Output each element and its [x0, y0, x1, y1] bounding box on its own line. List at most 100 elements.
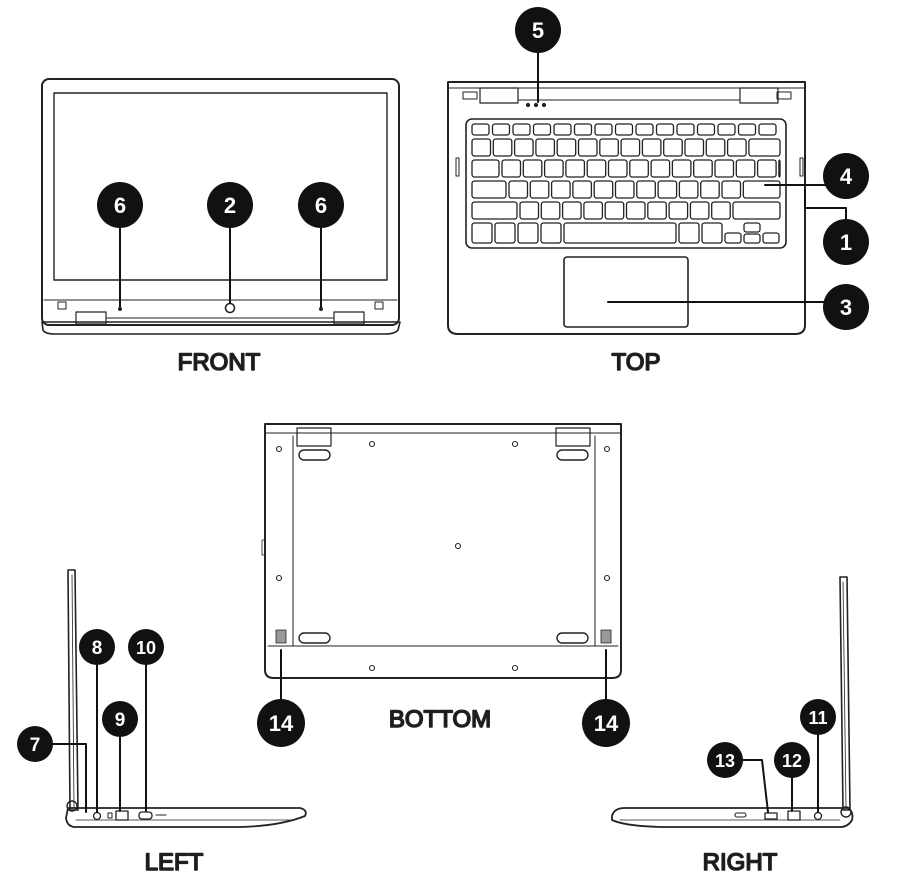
keyboard-key [471, 222, 493, 244]
callout-number: 6 [114, 193, 126, 218]
keyboard-key [701, 222, 723, 244]
keyboard-key [732, 201, 781, 220]
keyboard-key [717, 123, 736, 136]
keyboard-key [522, 159, 543, 178]
keyboard-key [714, 159, 735, 178]
keyboard-key [471, 123, 490, 136]
keyboard-key [650, 159, 671, 178]
keyboard-key [689, 201, 710, 220]
label-right: RIGHT [703, 849, 778, 876]
keyboard-key [693, 159, 713, 178]
keyboard-key [678, 222, 700, 244]
keyboard-key [513, 138, 534, 157]
keyboard-key [471, 159, 500, 178]
touchpad [563, 256, 689, 328]
keyboard-key [519, 201, 540, 220]
callout-number: 7 [30, 735, 41, 756]
label-top: TOP [612, 349, 661, 376]
callout-2: 2 [207, 182, 253, 228]
callout-11: 11 [800, 699, 836, 735]
keyboard [465, 118, 787, 249]
keyboard-key [655, 123, 675, 136]
rubber-foot [556, 632, 589, 644]
keyboard-key [471, 201, 518, 220]
keyboard-key [657, 180, 678, 199]
keyboard-key [556, 138, 577, 157]
keyboard-key [491, 123, 511, 136]
keyboard-key [563, 222, 677, 244]
keyboard-key [756, 159, 777, 178]
keyboard-key [614, 123, 634, 136]
front-view: FRONT [41, 78, 401, 377]
keyboard-key [700, 180, 720, 199]
keyboard-key [508, 180, 529, 199]
keyboard-key [625, 201, 646, 220]
callout-number: 8 [92, 638, 103, 659]
card-reader-slot [764, 812, 778, 820]
left-side-view: LEFT [65, 569, 307, 877]
keyboard-key [553, 123, 572, 136]
callouts: 6 2 6 5 4 1 3 14 [17, 7, 869, 778]
keyboard-key [743, 222, 761, 233]
keyboard-key [671, 159, 692, 178]
callout-6-right: 6 [298, 182, 344, 228]
keyboard-key [583, 201, 604, 220]
callout-number: 4 [840, 164, 853, 189]
callout-1: 1 [823, 219, 869, 265]
keyboard-key [678, 180, 699, 199]
keyboard-key [543, 159, 564, 178]
callout-7: 7 [17, 726, 53, 762]
keyboard-key [724, 232, 742, 244]
keyboard-key [726, 138, 747, 157]
hdmi-port [138, 811, 153, 820]
callout-number: 1 [840, 230, 852, 255]
callout-6-left: 6 [97, 182, 143, 228]
keyboard-key [535, 138, 556, 157]
keyboard-key [778, 159, 781, 178]
keyboard-key [512, 123, 531, 136]
callout-13: 13 [707, 742, 743, 778]
keyboard-key [577, 138, 598, 157]
keyboard-key [501, 159, 522, 178]
callout-5: 5 [515, 7, 561, 53]
label-bottom: BOTTOM [389, 706, 491, 733]
keyboard-key [711, 201, 731, 220]
keyboard-key [676, 123, 695, 136]
callout-number: 14 [594, 711, 619, 736]
callout-number: 11 [808, 708, 827, 728]
callout-number: 5 [532, 18, 544, 43]
callout-12: 12 [774, 742, 810, 778]
callout-10: 10 [128, 629, 164, 665]
callout-4: 4 [823, 153, 869, 199]
keyboard-key [743, 233, 761, 244]
keyboard-key [668, 201, 689, 220]
keyboard-key [696, 123, 716, 136]
label-front: FRONT [178, 349, 261, 376]
callout-number: 10 [136, 638, 156, 658]
keyboard-key [586, 159, 607, 178]
callout-14-left: 14 [257, 699, 305, 747]
top-view: TOP [447, 81, 806, 377]
keyboard-key [742, 180, 781, 199]
keyboard-key [636, 180, 656, 199]
keyboard-key [573, 123, 593, 136]
callout-number: 13 [715, 751, 735, 771]
rubber-foot [298, 632, 331, 644]
keyboard-key [684, 138, 705, 157]
keyboard-keys [471, 123, 781, 244]
bottom-view: BOTTOM [261, 423, 622, 734]
callout-number: 14 [269, 711, 294, 736]
callout-number: 12 [782, 751, 802, 771]
keyboard-key [647, 201, 667, 220]
callout-number: 6 [315, 193, 327, 218]
keyboard-key [532, 123, 552, 136]
keyboard-key [762, 232, 780, 244]
keyboard-key [735, 159, 756, 178]
callout-9: 9 [102, 701, 138, 737]
keyboard-key [663, 138, 683, 157]
callout-number: 2 [224, 193, 236, 218]
callout-8: 8 [79, 629, 115, 665]
leader-lines [51, 47, 847, 813]
keyboard-key [737, 123, 757, 136]
